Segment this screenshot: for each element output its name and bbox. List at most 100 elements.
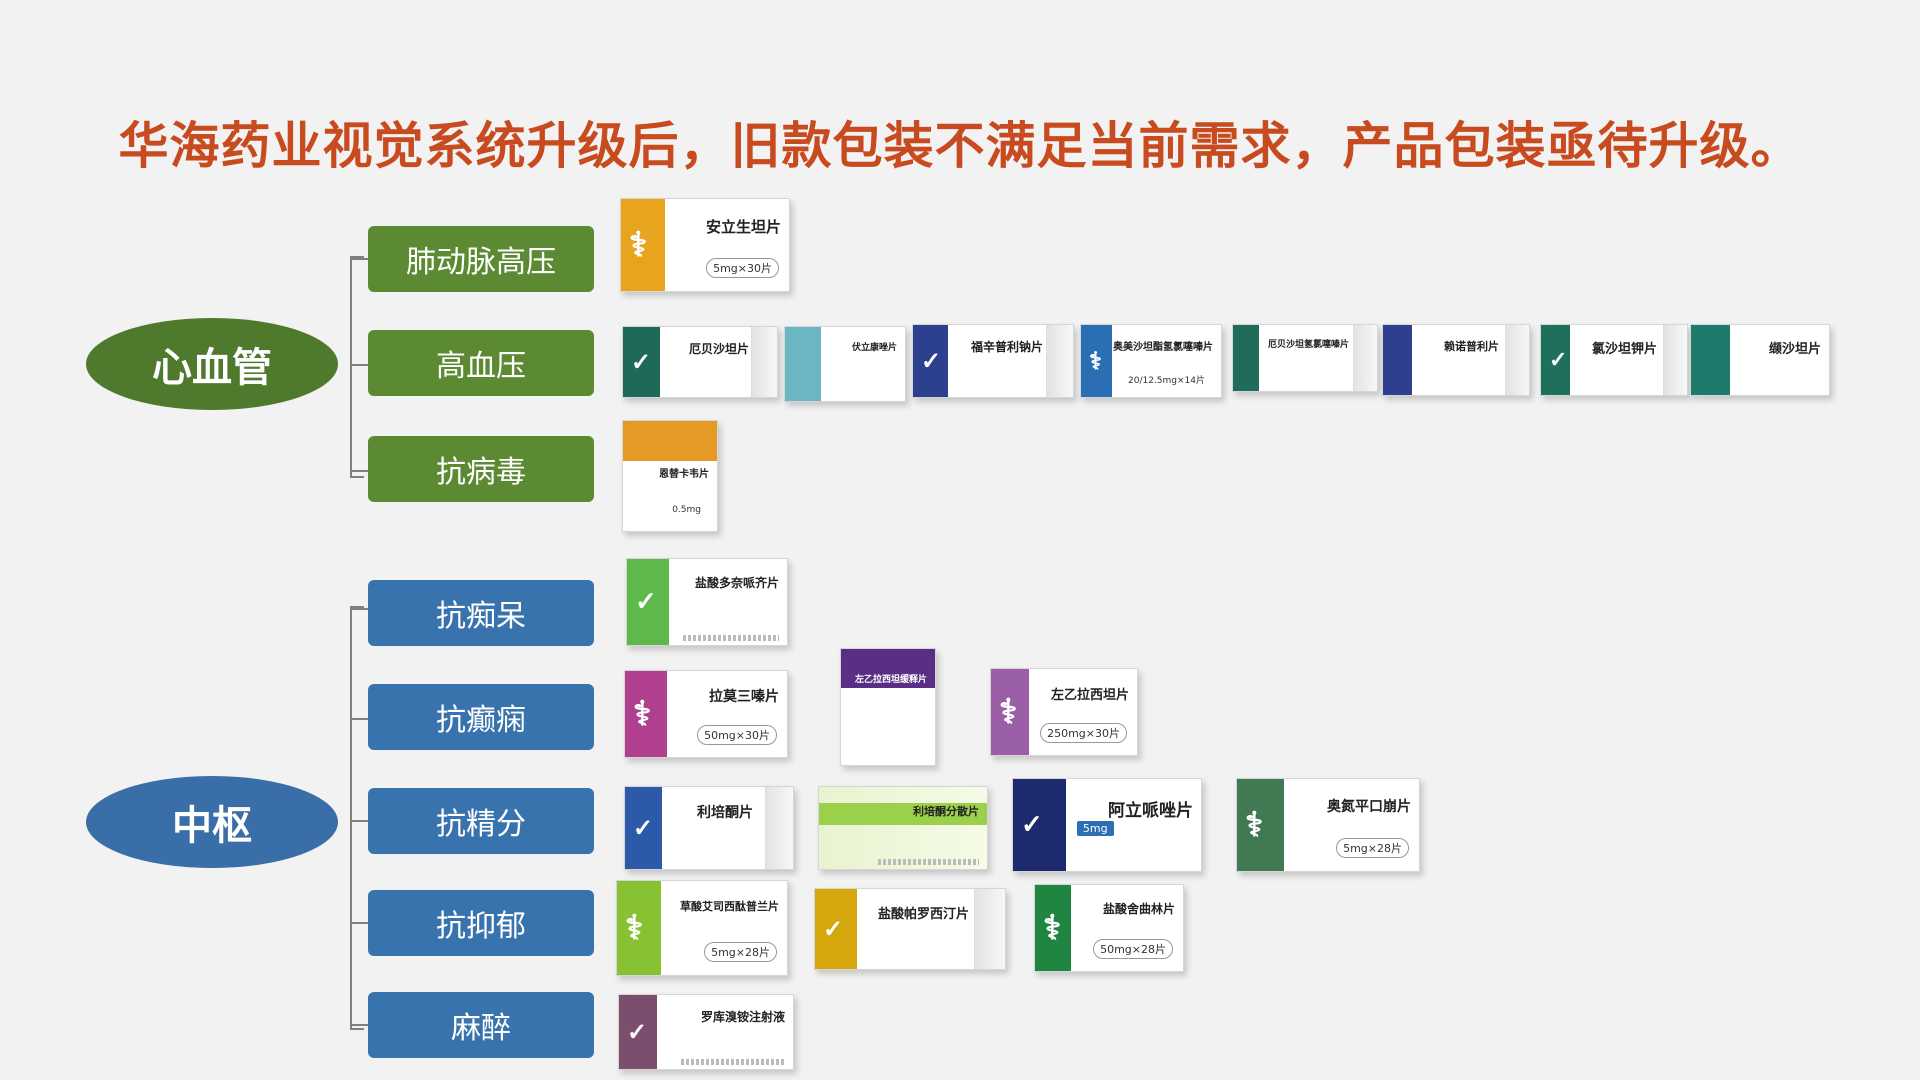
product-box: ⚕ 奥氮平口崩片 5mg×28片: [1236, 778, 1420, 872]
product-spec: 0.5mg: [672, 504, 701, 515]
box-side: [973, 889, 1005, 969]
box-color-band: [623, 421, 717, 461]
product-box: 左乙拉西坦缓释片: [840, 648, 936, 766]
connector: [350, 1024, 368, 1026]
subcategory-antiviral: 抗病毒: [368, 436, 594, 502]
product-name: 恩替卡韦片: [659, 469, 709, 480]
box-color-band: [815, 889, 857, 969]
subcategory-hypertension: 高血压: [368, 330, 594, 396]
box-side: [1046, 325, 1073, 397]
product-spec: 250mg×30片: [1040, 722, 1127, 743]
product-spec: 20/12.5mg×14片: [1128, 375, 1205, 386]
box-side: [1504, 325, 1529, 395]
product-spec: 50mg×30片: [697, 724, 777, 745]
product-box: ✓ 盐酸多奈哌齐片: [626, 558, 788, 646]
product-spec: 5mg: [1076, 821, 1114, 837]
box-color-band: [625, 787, 662, 869]
box-side: [1662, 325, 1687, 395]
product-name: 阿立哌唑片: [1108, 800, 1193, 821]
product-name: 罗库溴铵注射液: [700, 1010, 785, 1025]
product-name: 盐酸舍曲林片: [1102, 902, 1175, 917]
product-name: 奥美沙坦酯氢氯噻嗪片: [1113, 341, 1213, 353]
brand-logo-icon: ⚕: [1089, 346, 1102, 375]
box-color-band: [627, 559, 669, 645]
box-color-band: [1081, 325, 1112, 397]
brand-logo-icon: ⚕: [999, 692, 1018, 732]
bracket-cardiovascular: [350, 256, 364, 478]
product-box: ⚕ 盐酸舍曲林片 50mg×28片: [1034, 884, 1184, 972]
product-name: 安立生坦片: [705, 217, 781, 236]
brand-logo-icon: ⚕: [1245, 805, 1264, 845]
box-color-band: [819, 803, 987, 825]
product-spec: 50mg×28片: [1093, 938, 1173, 959]
box-color-band: [991, 669, 1029, 755]
product-name: 利培酮片: [697, 804, 753, 821]
box-color-band: [621, 199, 665, 291]
box-color-band: [1237, 779, 1285, 871]
brand-logo-icon: ⚕: [633, 694, 652, 734]
product-box: ✓ 阿立哌唑片 5mg: [1012, 778, 1202, 872]
page-title: 华海药业视觉系统升级后，旧款包装不满足当前需求，产品包装亟待升级。: [118, 117, 1802, 175]
connector: [350, 608, 368, 610]
product-box: ⚕ 草酸艾司西酞普兰片 5mg×28片: [616, 880, 788, 976]
brand-logo-icon: ✓: [635, 587, 657, 617]
box-color-band: [785, 327, 821, 401]
product-name: 草酸艾司西酞普兰片: [680, 899, 779, 913]
connector: [350, 820, 368, 822]
product-box: ⚕ 安立生坦片 5mg×30片: [620, 198, 790, 292]
box-color-band: [1541, 325, 1571, 395]
product-box: ⚕ 左乙拉西坦片 250mg×30片: [990, 668, 1138, 756]
subcategory-anesthesia: 麻醉: [368, 992, 594, 1058]
box-color-band: [841, 649, 935, 689]
product-name: 赖诺普利片: [1444, 339, 1499, 353]
brand-logo-icon: ✓: [921, 346, 942, 375]
product-spec: 5mg×30片: [706, 258, 779, 279]
product-box: ✓ 厄贝沙坦片: [622, 326, 778, 398]
brand-logo-icon: ✓: [627, 1017, 648, 1046]
product-box: ⚕ 奥美沙坦酯氢氯噻嗪片 20/12.5mg×14片: [1080, 324, 1222, 398]
product-name: 伏立康唑片: [851, 343, 897, 354]
brand-logo-icon: ⚕: [629, 225, 648, 265]
subcategory-epilepsy: 抗癫痫: [368, 684, 594, 750]
product-box: 伏立康唑片: [784, 326, 906, 402]
box-color-band: [1035, 885, 1071, 971]
brand-logo-icon: ✓: [1021, 810, 1043, 840]
product-name: 左乙拉西坦片: [1050, 688, 1129, 704]
product-name: 左乙拉西坦缓释片: [854, 675, 927, 686]
brand-logo-icon: ⚕: [625, 908, 644, 948]
product-name: 福辛普利钠片: [970, 339, 1043, 354]
product-spec: 5mg×28片: [1336, 838, 1409, 859]
box-color-band: [1233, 325, 1259, 391]
category-cns: 中枢: [86, 776, 338, 868]
subcategory-antipsychotic: 抗精分: [368, 788, 594, 854]
product-box: ⚕ 拉莫三嗪片 50mg×30片: [624, 670, 788, 758]
box-color-band: [1383, 325, 1413, 395]
box-footer: [680, 1059, 785, 1065]
product-name: 氯沙坦钾片: [1591, 341, 1657, 357]
brand-logo-icon: ✓: [823, 914, 844, 943]
category-cardiovascular: 心血管: [86, 318, 338, 410]
product-box: ✓ 盐酸帕罗西汀片: [814, 888, 1006, 970]
box-color-band: [1013, 779, 1066, 871]
product-box: 赖诺普利片: [1382, 324, 1530, 396]
product-box: ✓ 利培酮片: [624, 786, 794, 870]
subcategory-depression: 抗抑郁: [368, 890, 594, 956]
brand-logo-icon: ✓: [1549, 347, 1568, 373]
product-name: 奥氮平口崩片: [1327, 798, 1411, 815]
product-box: 利培酮分散片: [818, 786, 988, 870]
product-name: 盐酸帕罗西汀片: [877, 907, 969, 923]
bracket-cns: [350, 606, 364, 1030]
product-name: 厄贝沙坦氢氯噻嗪片: [1267, 339, 1349, 350]
product-name: 利培酮分散片: [913, 805, 979, 819]
connector: [350, 258, 368, 260]
product-name: 盐酸多奈哌齐片: [694, 576, 779, 591]
product-box: 厄贝沙坦氢氯噻嗪片: [1232, 324, 1378, 392]
connector: [350, 922, 368, 924]
connector: [350, 470, 368, 472]
product-name: 拉莫三嗪片: [709, 689, 779, 706]
box-color-band: [623, 327, 660, 397]
product-box: ✓ 福辛普利钠片: [912, 324, 1074, 398]
box-side: [765, 787, 793, 869]
brand-logo-icon: ✓: [631, 347, 652, 376]
box-color-band: [1691, 325, 1730, 395]
